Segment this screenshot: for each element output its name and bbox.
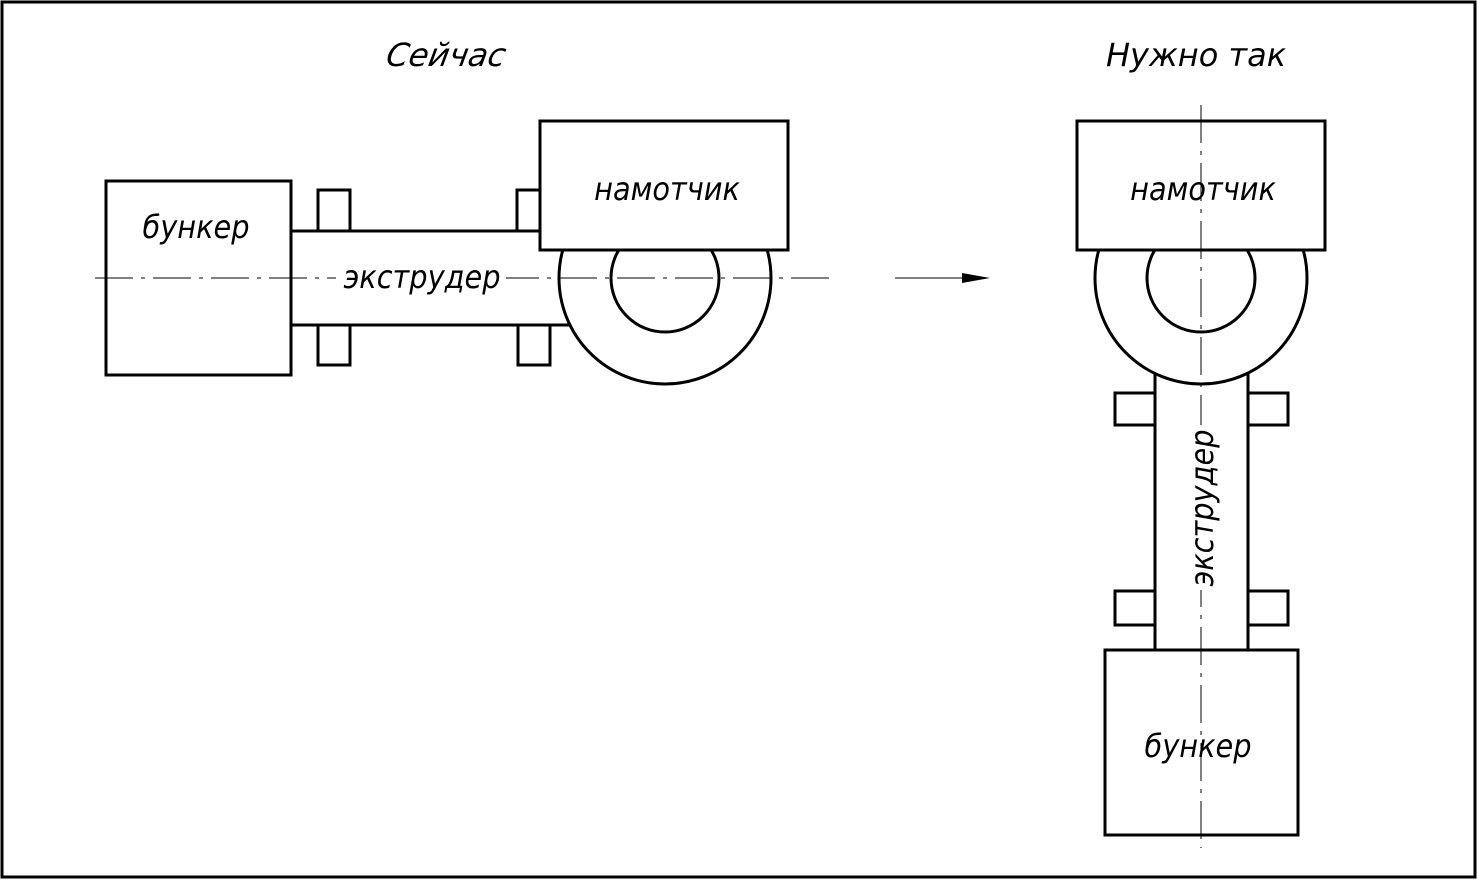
label-bg (336, 258, 506, 296)
arrow-right-icon (895, 273, 990, 283)
desired-title: Нужно так (1106, 36, 1287, 74)
extruder-flange (316, 188, 352, 233)
winder-label: намотчик (594, 170, 740, 208)
extruder-label: экструдер (344, 258, 501, 296)
extruder-flange (1113, 391, 1157, 427)
desired-layout: Нужно так намотчик бункер экструдер (1075, 36, 1327, 848)
extruder-flange (516, 323, 552, 367)
extruder-flange (1246, 391, 1290, 427)
hopper-label: бункер (1145, 727, 1252, 765)
extruder-flange (1246, 589, 1290, 627)
winder-box (538, 119, 790, 252)
label-bg (1183, 425, 1221, 590)
current-title: Сейчас (384, 36, 510, 74)
extruder-flange (316, 323, 352, 367)
hopper-label: бункер (143, 208, 250, 246)
extruder-flange (1113, 589, 1157, 627)
current-layout: Сейчас бункер экструдер намотчик (95, 36, 835, 386)
extruder-label: экструдер (1183, 430, 1221, 587)
winder-label: намотчик (1130, 170, 1276, 208)
